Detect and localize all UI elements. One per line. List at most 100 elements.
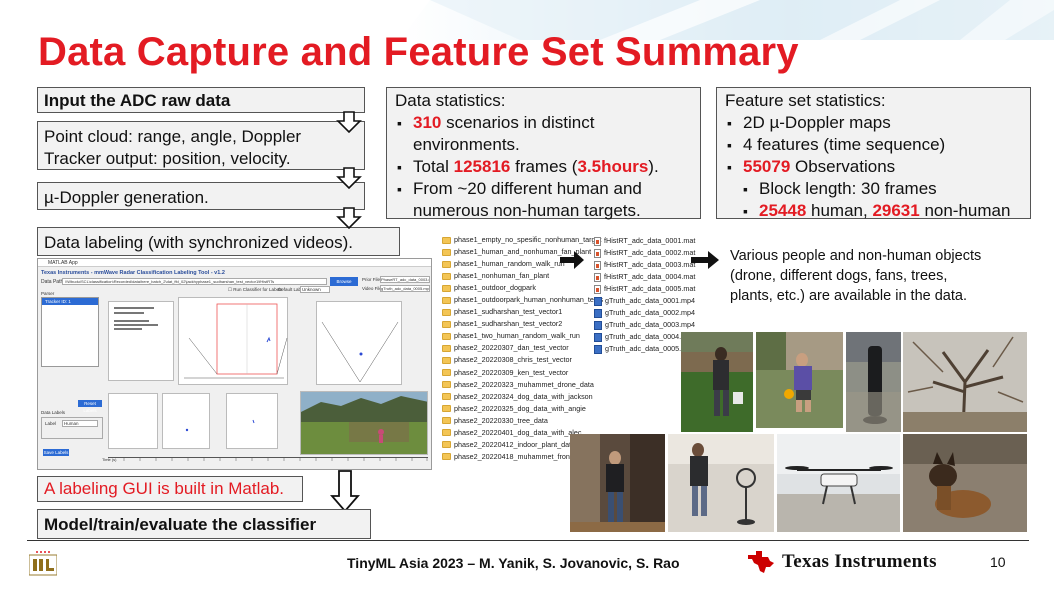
run-classifier-checkbox[interactable]: ☐ Run Classifier for Labels [228,287,283,292]
data-description-line1: Various people and non-human objects [730,248,982,264]
ti-logo: Texas Instruments [746,549,937,575]
video-file-icon [594,308,602,318]
folder-icon [442,441,451,449]
ti-brand-name: Texas Instruments [782,551,937,572]
prior-file-input[interactable]: PhaseRT_adc_data_0003.mat [380,276,430,283]
file-item[interactable]: fHistRT_adc_data_0005.mat [594,283,695,295]
file-item[interactable]: fHistRT_adc_data_0004.mat [594,271,695,283]
folder-name: phase2_20220323_muhammet_drone_data [454,379,594,389]
folder-name: phase1_sudharshan_test_vector1 [454,307,563,317]
photo-man-with-ball [756,332,843,428]
data-path-input[interactable]: \\Wbudu\SCL\classification\Recorded\data… [62,278,327,285]
prior-file-label: Prior File [362,277,381,282]
file-item[interactable]: gTruth_adc_data_0002.mp4 [594,307,695,319]
folder-icon [442,320,451,328]
data-description-line2: (drone, different dogs, fans, trees, [730,268,948,284]
folder-item[interactable]: phase1_sudharshan_test_vector2 [442,318,630,330]
folder-item[interactable]: phase2_20220401_dog_data_with_alec [442,427,630,439]
slide-title: Data Capture and Feature Set Summary [38,30,799,74]
save-labels-button[interactable]: Save Labels [43,449,69,456]
file-item[interactable]: gTruth_adc_data_0003.mp4 [594,319,695,331]
folder-item[interactable]: phase2_20220418_muhammet_frontyard_human… [442,451,630,463]
tracker-list[interactable]: Tracker ID: 1 [41,297,99,367]
feature-class-split: 25448 human, 29631 non-human [725,200,1022,222]
folder-icon [442,369,451,377]
data-path-label: Data Path: [41,279,65,285]
data-labels-panel: Label Human [41,417,103,439]
matlab-window-title: MATLAB App [38,259,431,267]
footer-credits: TinyML Asia 2023 – M. Yanik, S. Jovanovi… [347,555,680,571]
file-item[interactable]: gTruth_adc_data_0004.mp4 [594,331,695,343]
micro-doppler-plot [162,393,210,449]
file-name: fHistRT_adc_data_0002.mat [604,248,696,258]
reset-labels-button[interactable]: Reset Labels [78,400,102,413]
file-item[interactable]: fHistRT_adc_data_0002.mat [594,247,695,259]
folder-icon [442,248,451,256]
folder-icon [442,236,451,244]
file-item[interactable]: gTruth_adc_data_0001.mp4 [594,295,695,307]
file-name: fHistRT_adc_data_0003.mat [604,260,696,270]
header-decoration [0,0,1054,40]
file-name: gTruth_adc_data_0004.mp4 [605,332,696,342]
tracker-position-plot [316,301,402,385]
flow-arrow-down-1 [336,111,362,133]
photo-person-backyard [681,332,753,432]
folder-item[interactable]: phase2_20220309_ken_test_vector [442,367,630,379]
mat-file-icon [594,284,601,294]
arrow-to-files [560,251,584,269]
folder-item[interactable]: phase2_20220330_tree_data [442,415,630,427]
video-file-input[interactable]: gTruth_adc_data_0005.mp4 [380,285,430,292]
folder-item[interactable]: phase2_20220412_indoor_plant_data [442,439,630,451]
doppler-table-panel [108,393,158,449]
step-data-labeling-label: Data labeling (with synchronized videos)… [44,233,353,252]
step-micro-doppler: µ-Doppler generation. [37,182,365,210]
step-point-cloud-line2: Tracker output: position, velocity. [44,149,291,168]
tracker-list-item-selected[interactable]: Tracker ID: 1 [42,298,98,305]
folder-item[interactable]: phase1_human_and_nonhuman_fan_plant [442,246,630,258]
label-select[interactable]: Human [62,420,98,427]
matlab-app-header: Texas Instruments - mmWave Radar Classif… [41,270,225,276]
folder-icon [442,296,451,304]
folder-item[interactable]: phase1_sudharshan_test_vector1 [442,306,630,318]
folder-name: phase2_20220418_muhammet_frontyard_human… [454,451,630,461]
folder-icon [442,393,451,401]
folder-icon [442,344,451,352]
folder-name: phase2_20220401_dog_data_with_alec [454,427,582,437]
mat-file-icon [594,236,601,246]
text-info-panel [108,301,174,381]
footer-divider [27,540,1029,541]
folder-item[interactable]: phase1_empty_no_spesific_nonhuman_target [442,234,630,246]
label-field-label: Label [45,421,57,426]
tinyml-logo-icon [29,551,57,576]
photo-tower-fan [846,332,901,432]
folder-item[interactable]: phase1_outdoor_dogpark [442,282,630,294]
folder-item[interactable]: phase2_20220324_dog_data_with_jackson [442,391,630,403]
matlab-gui-note: A labeling GUI is built in Matlab. [37,476,303,502]
matlab-labeling-app: MATLAB App Texas Instruments - mmWave Ra… [37,258,432,470]
data-labels-heading: Data Labels [41,410,66,415]
default-label-select[interactable]: Unknown [300,286,330,293]
folder-item[interactable]: phase1_outdoorpark_human_nonhuman_tests [442,294,630,306]
folder-icon [442,381,451,389]
folder-icon [442,284,451,292]
time-slider[interactable] [107,457,428,465]
file-name: gTruth_adc_data_0005.mp4 [605,344,696,354]
folder-icon [442,405,451,413]
folder-item[interactable]: phase1_two_human_random_walk_run [442,330,630,342]
arrow-to-description [691,251,719,269]
folder-item[interactable]: phase2_20220307_dan_test_vector [442,342,630,354]
browse-button[interactable]: Browse [330,277,358,286]
flow-arrow-down-2 [336,167,362,189]
file-item[interactable]: gTruth_adc_data_0005.mp4 [594,343,695,355]
file-item[interactable]: fHistRT_adc_data_0003.mat [594,259,695,271]
file-item[interactable]: fHistRT_adc_data_0001.mat [594,235,695,247]
step-input-adc-label: Input the ADC raw data [44,91,231,110]
folder-item[interactable]: phase1_nonhuman_fan_plant [442,270,630,282]
default-label-label: Default Label [278,287,305,292]
folder-item[interactable]: phase2_20220325_dog_data_with_angie [442,403,630,415]
folder-list: phase1_empty_no_spesific_nonhuman_target… [442,234,630,463]
folder-item[interactable]: phase2_20220308_chris_test_vector [442,354,630,366]
folder-item[interactable]: phase2_20220323_muhammet_drone_data [442,379,630,391]
folder-item[interactable]: phase1_human_random_walk_run [442,258,630,270]
